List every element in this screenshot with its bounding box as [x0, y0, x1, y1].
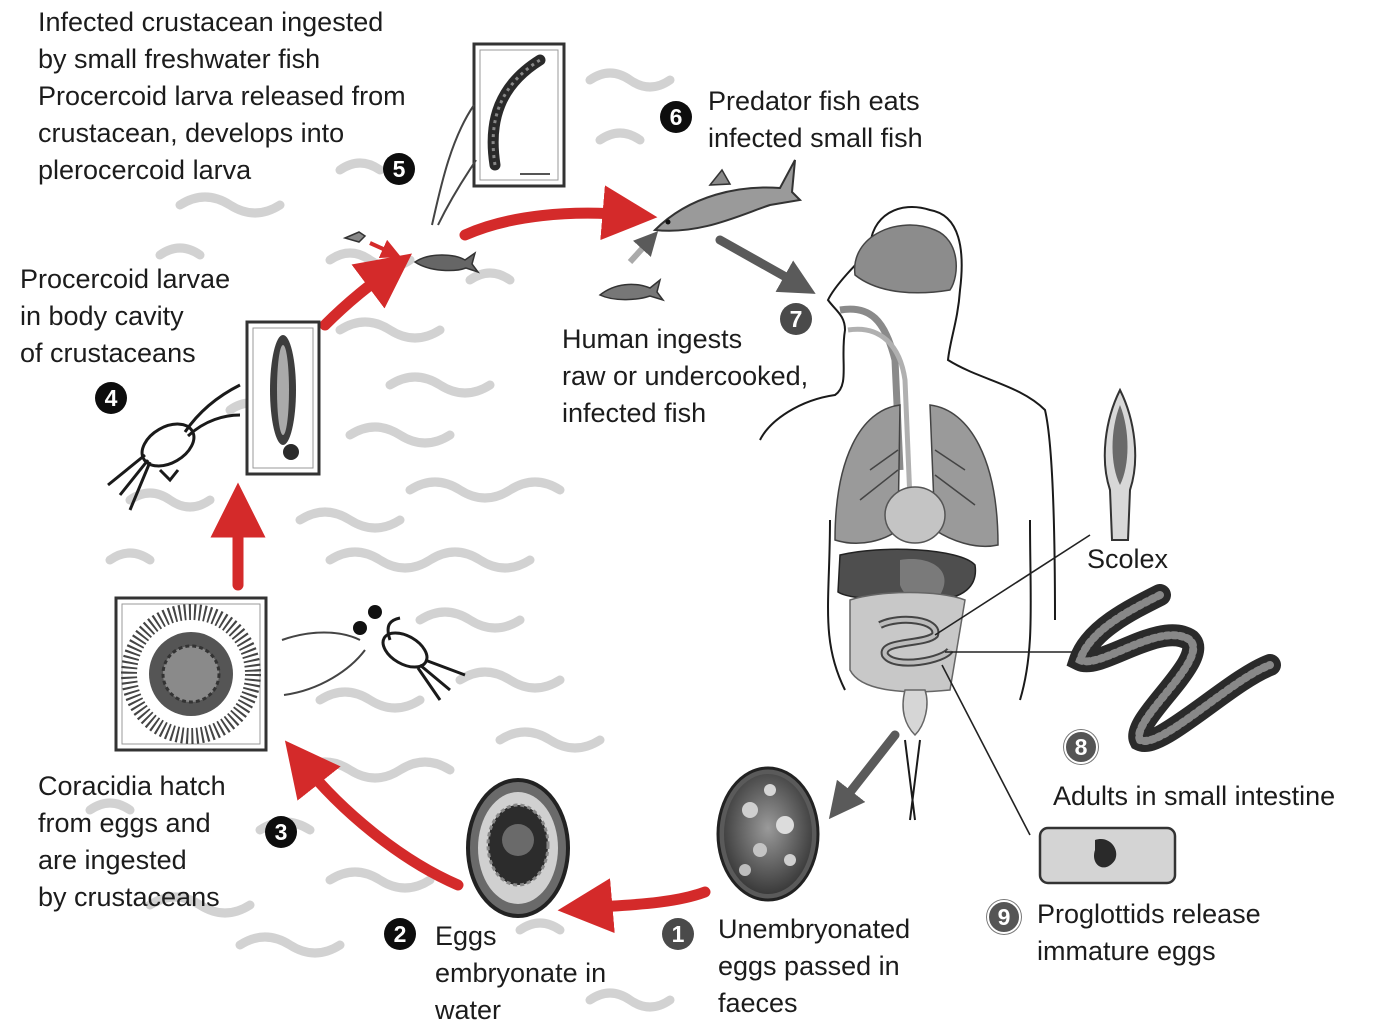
step-2-label: Eggs embryonate in water — [435, 918, 606, 1029]
scolex-label: Scolex — [1087, 541, 1168, 578]
brain — [855, 225, 957, 293]
step-7-label: Human ingests raw or undercooked, infect… — [562, 321, 808, 432]
scolex-image — [1105, 390, 1135, 540]
proglottid-image — [1040, 828, 1175, 883]
step-4-label: Procercoid larvae in body cavity of crus… — [20, 261, 230, 372]
adult-tapeworm — [1080, 595, 1270, 741]
step-4-badge: 4 — [95, 382, 127, 414]
step-9-label: Proglottids release immature eggs — [1037, 896, 1261, 970]
step-8-badge: 8 — [1064, 730, 1098, 764]
procercoid-larva-box — [247, 322, 319, 474]
coracidium-box — [116, 598, 266, 750]
step-3-label: Coracidia hatch from eggs and are ingest… — [38, 768, 226, 916]
red-arrows — [238, 213, 705, 908]
step-9-badge: 9 — [987, 900, 1021, 934]
heart — [885, 487, 945, 543]
step-5-badge: 5 — [383, 153, 415, 185]
copepod-small — [377, 618, 465, 700]
step-8-label: Adults in small intestine — [1053, 778, 1335, 815]
step-3-badge: 3 — [265, 816, 297, 848]
small-red-arrow — [370, 243, 392, 253]
predator-fish — [655, 160, 800, 231]
arrow-5-to-6 — [465, 213, 630, 235]
unembryonated-egg — [718, 768, 818, 900]
arrow-4-to-5 — [325, 270, 390, 325]
step-2-badge: 2 — [384, 918, 416, 950]
embryonated-egg — [468, 780, 568, 916]
plerocercoid-larva-box — [474, 44, 564, 186]
step-5-label: Infected crustacean ingested by small fr… — [38, 4, 406, 189]
arrow-1-to-2 — [585, 892, 705, 908]
step-1-label: Unembryonated eggs passed in faeces — [718, 911, 910, 1022]
step-6-label: Predator fish eats infected small fish — [708, 83, 923, 157]
step-6-badge: 6 — [660, 101, 692, 133]
step-1-badge: 1 — [662, 918, 694, 950]
copepod-crustacean — [108, 385, 240, 510]
